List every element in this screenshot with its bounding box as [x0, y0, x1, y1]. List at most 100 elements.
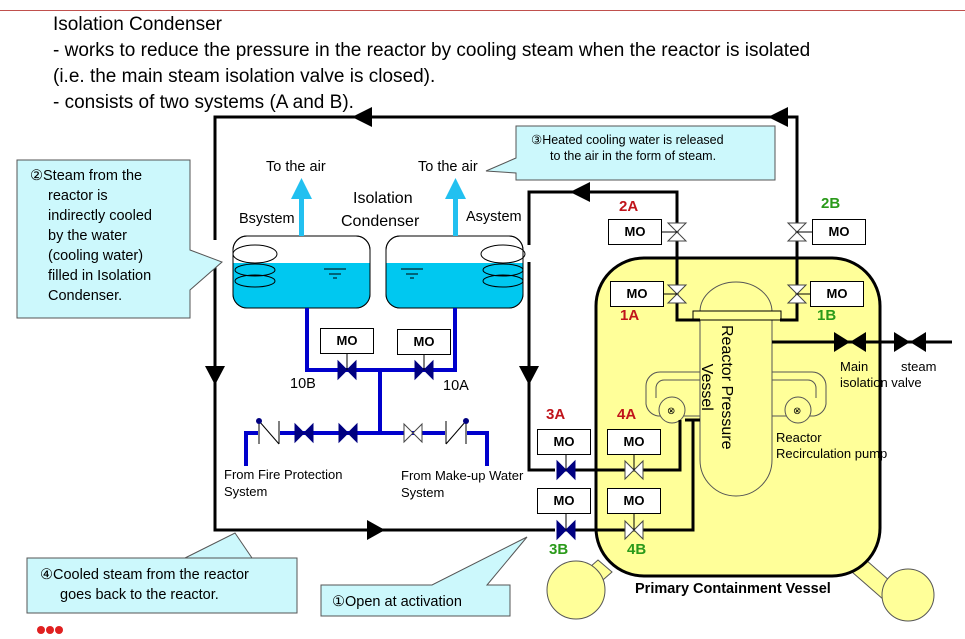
recirc-pump-b-icon — [784, 396, 812, 424]
vent-arrow-a-shaft — [453, 196, 458, 236]
mo-actuator-1a: MO — [610, 281, 664, 307]
page-title: Isolation Condenser — [53, 14, 222, 35]
condenser-label-line-1: Isolation — [353, 190, 413, 207]
callout-2-line: reactor is — [48, 188, 108, 204]
makeup-water-lines — [244, 308, 489, 466]
flow-arrow-down-a — [519, 366, 539, 385]
mo-actuator-3b: MO — [537, 488, 591, 514]
condenser-label-line-2: Condenser — [341, 213, 420, 230]
callout-1-shape — [320, 536, 528, 617]
flow-arrow-left-top — [352, 107, 372, 127]
recirculation-pump-line-1: Reactor — [776, 430, 822, 445]
vent-arrows — [291, 178, 466, 236]
vent-arrow-b-head — [291, 178, 312, 199]
rpv-label-line-1: Reactor Pressure — [718, 325, 735, 450]
callout-3-line-1: ③Heated cooling water is released — [531, 133, 724, 147]
suppression-chamber-right — [881, 568, 935, 622]
vent-arrow-b-shaft — [299, 196, 304, 236]
to-air-label-b: To the air — [266, 159, 326, 175]
svg-text:⊗: ⊗ — [793, 406, 801, 417]
condenser-tank-b — [232, 235, 371, 309]
callout-2-line: (cooling water) — [48, 248, 144, 264]
suppression-chamber-left — [546, 560, 606, 620]
reactor-pressure-vessel: ⊗ ⊗ — [645, 281, 827, 497]
callout-4: ④Cooled steam from the reactor goes back… — [40, 565, 249, 605]
makeup-valve-icon — [403, 423, 423, 443]
description-line-2: (i.e. the main steam isolation valve is … — [53, 66, 436, 87]
logo-dot-icon — [46, 626, 54, 634]
fire-protection-label: From Fire Protection System — [224, 466, 342, 500]
valve-4a-label: 4A — [617, 406, 637, 423]
fire-protection-line-2: System — [224, 484, 268, 499]
callout-4-line-1: ④Cooled steam from the reactor — [40, 567, 249, 583]
mo-actuator-1b: MO — [810, 281, 864, 307]
callout-3-line-2: to the air in the form of steam. — [550, 149, 717, 163]
callout-1: ①Open at activation — [332, 592, 462, 612]
mo-actuator-3a: MO — [537, 429, 591, 455]
b-system-label: Bsystem — [239, 211, 295, 227]
makeup-valves — [256, 352, 469, 445]
primary-containment-vessel-label: Primary Containment Vessel — [635, 581, 831, 597]
recirc-pump-a-icon — [658, 396, 686, 424]
valve-2b-label: 2B — [821, 195, 841, 212]
makeup-water-label: From Make-up Water System — [401, 467, 523, 501]
mo-actuator-2a: MO — [608, 219, 662, 245]
msiv-steam-label: steam — [901, 359, 937, 374]
callout-2-line: indirectly cooled — [48, 208, 152, 224]
valve-3a-label: 3A — [546, 406, 566, 423]
callout-1-line: ①Open at activation — [332, 594, 462, 610]
valve-2a-label: 2A — [619, 198, 639, 215]
main-steam-isolation-valves — [834, 332, 926, 352]
callout-2-line: filled in Isolation — [48, 268, 152, 284]
svg-text:⊗: ⊗ — [667, 406, 675, 417]
mo-actuator-2b: MO — [812, 219, 866, 245]
rpv-label-line-2: Vessel — [698, 363, 715, 411]
steam-valves — [556, 222, 812, 540]
callout-4-shape — [26, 532, 298, 614]
flow-arrow-left-top-b — [768, 107, 788, 127]
header: Isolation Condenser - works to reduce th… — [53, 12, 810, 116]
flow-arrows — [205, 107, 788, 540]
company-logo — [37, 621, 64, 639]
logo-dot-icon — [37, 626, 45, 634]
mo-actuator-10b: MO — [320, 328, 374, 354]
valve-10b-label: 10B — [290, 376, 316, 392]
fire-valve-2-icon — [338, 423, 358, 443]
callout-2-body: reactor is indirectly cooled by the wate… — [30, 186, 152, 306]
mo-actuator-10a: MO — [397, 329, 451, 355]
callout-3: ③Heated cooling water is released to the… — [531, 132, 724, 164]
check-valve-makeup-icon — [445, 418, 469, 445]
description-line-1: - works to reduce the pressure in the re… — [53, 40, 811, 61]
callout-4-line-2: goes back to the reactor. — [60, 587, 219, 603]
msiv-isolation-label: isolation valve — [840, 375, 922, 390]
flow-arrow-right-return — [367, 520, 385, 540]
valve-3b-label: 3B — [549, 541, 569, 558]
description-line-3: - consists of two systems (A and B). — [53, 92, 354, 113]
vent-arrow-a-head — [445, 178, 466, 199]
makeup-water-line-2: System — [401, 485, 445, 500]
to-air-label-a: To the air — [418, 159, 478, 175]
callout-2-line: Condenser. — [48, 288, 123, 304]
callout-2-line-1: ②Steam from the — [30, 168, 143, 184]
fire-protection-line-1: From Fire Protection — [224, 467, 343, 482]
reactor-pressure-vessel-label: Reactor Pressure Vessel — [696, 325, 736, 450]
check-valve-fire-icon — [256, 418, 280, 445]
valve-1a-label: 1A — [620, 307, 640, 324]
callout-2: ②Steam from the reactor is indirectly co… — [30, 166, 152, 306]
header-divider — [0, 10, 965, 11]
callout-2-shape — [16, 159, 223, 319]
makeup-water-line-1: From Make-up Water — [401, 468, 524, 483]
valve-4b-label: 4B — [627, 541, 647, 558]
recirculation-pump-label: Reactor Recirculation pump — [776, 430, 887, 462]
flow-arrow-down-b — [205, 366, 225, 385]
recirculation-pump-line-2: Recirculation pump — [776, 446, 888, 461]
msiv-main-label: Main — [840, 359, 869, 374]
a-system-label: Asystem — [466, 209, 522, 225]
steam-lines — [213, 115, 952, 532]
valve-1b-label: 1B — [817, 307, 837, 324]
mo-actuator-4a: MO — [607, 429, 661, 455]
logo-dot-icon — [55, 626, 63, 634]
valve-10a-label: 10A — [443, 378, 469, 394]
mo-actuator-4b: MO — [607, 488, 661, 514]
